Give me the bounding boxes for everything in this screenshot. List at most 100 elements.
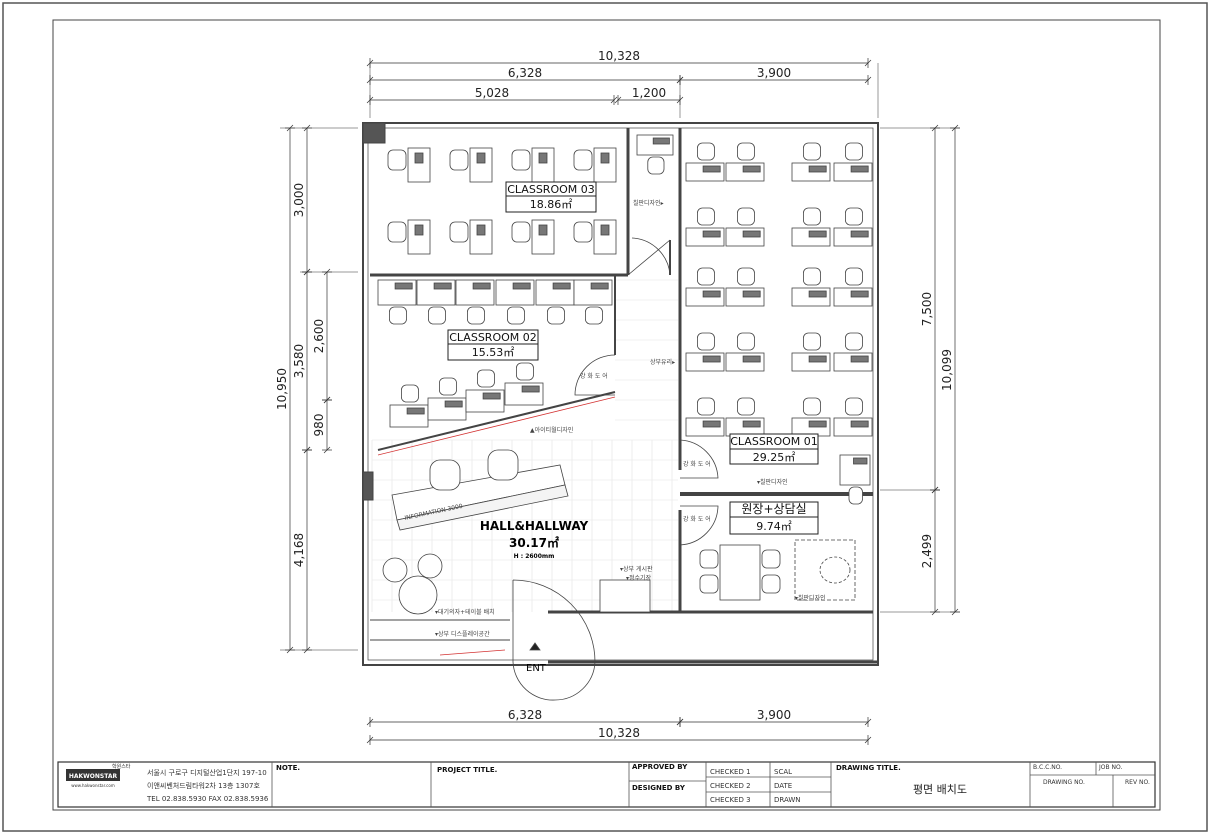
dimension-value: 2,499: [920, 534, 934, 568]
desk-with-chair: [685, 267, 725, 307]
desk-with-chair: [791, 397, 831, 437]
room-area: 18.86㎡: [530, 198, 573, 211]
dimension-bottom-total: 10,328: [366, 726, 872, 745]
desk-with-chair: [725, 332, 765, 372]
room-name: CLASSROOM 01: [730, 435, 818, 448]
room-area: 30.17㎡: [509, 535, 559, 550]
desk-with-chair: [636, 134, 674, 175]
desk-with-chair: [573, 279, 613, 325]
water-purifier-cabinet: [599, 579, 651, 613]
desk-with-chair: [389, 384, 429, 428]
company-logo-text: HAKWONSTAR: [69, 773, 118, 780]
dimension-top-sub-right: 1,200: [614, 86, 684, 105]
room-height: H : 2600mm: [514, 553, 555, 560]
desk-with-chair: [833, 332, 873, 372]
rev-no-label: REV NO.: [1125, 779, 1150, 786]
address-line-2: 이앤씨벤처드림타워2차 13층 1307호: [147, 781, 260, 790]
dimension-top-total: 10,328: [366, 49, 872, 68]
desk-with-chair: [449, 219, 493, 255]
doors: [512, 237, 719, 701]
desk-with-chair: [387, 219, 431, 255]
dimension-left-top: 3,000: [292, 124, 312, 276]
dimension-value: 3,900: [757, 66, 791, 80]
dimension-left-mid-a: 2,600: [312, 268, 332, 404]
dimension-top-right: 3,900: [676, 66, 872, 85]
dimension-value: 2,600: [312, 319, 326, 353]
dimension-value: 10,950: [275, 368, 289, 410]
desk-with-chair: [455, 279, 495, 325]
bcc-no-label: B.C.C.NO.: [1033, 764, 1062, 771]
checked-2-label: CHECKED 2: [710, 782, 751, 790]
dimension-left-bottom: 4,168: [292, 446, 312, 654]
room-name: CLASSROOM 02: [449, 331, 537, 344]
checked-1-label: CHECKED 1: [710, 768, 751, 776]
room-name: 원장+상담실: [741, 502, 806, 516]
note-wall-design: ▲아이티월디자인: [530, 426, 573, 434]
desk-with-chair: [449, 147, 493, 183]
note-bulletin: ▾상부 게시판: [620, 565, 653, 573]
note-tempered-door: 강 화 도 어: [683, 460, 711, 468]
note-blackboard: ▾칠판디자인: [795, 594, 826, 602]
designed-by-label: DESIGNED BY: [632, 784, 686, 792]
dimension-value: 6,328: [508, 66, 542, 80]
dimension-value: 6,328: [508, 708, 542, 722]
desk-with-chair: [685, 207, 725, 247]
room-label-hall: HALL&HALLWAY 30.17㎡ H : 2600mm: [480, 519, 589, 560]
desk-with-chair: [791, 207, 831, 247]
inner-frame: [52, 19, 1161, 811]
checked-3-label: CHECKED 3: [710, 796, 751, 804]
desk-with-chair: [791, 142, 831, 182]
desk-with-chair: [511, 219, 555, 255]
desk-with-chair: [465, 369, 505, 413]
note-tempered-door: 강 화 도 어: [580, 372, 608, 380]
project-title-label: PROJECT TITLE.: [437, 766, 497, 774]
dimension-value: 10,328: [598, 726, 640, 740]
approved-by-label: APPROVED BY: [632, 763, 688, 771]
dimension-right-bottom: 2,499: [920, 486, 940, 616]
room-name: CLASSROOM 03: [507, 183, 595, 196]
company-logo: [66, 769, 120, 781]
dimension-lines: 10,328 6,328 3,900 5,028 1,200 10,950 3,0003,5…: [275, 49, 960, 745]
note-label: NOTE.: [276, 764, 300, 772]
desk-with-chair: [573, 219, 617, 255]
room-label-classroom01: CLASSROOM 01 29.25㎡: [729, 433, 819, 465]
desk-with-chair: [535, 279, 575, 325]
desk-with-chair: [725, 267, 765, 307]
dimension-value: 10,328: [598, 49, 640, 63]
drawing-no-label: DRAWING NO.: [1043, 779, 1085, 786]
entrance-label: ENT: [526, 663, 547, 674]
dimension-bottom-left: 6,328: [366, 708, 684, 727]
dimension-bottom-right: 3,900: [676, 708, 872, 727]
note-blackboard: ▾칠판디자인: [757, 478, 788, 486]
desk-with-chair: [504, 362, 544, 406]
desk-with-chair: [833, 207, 873, 247]
drawing-title: 평면 배치도: [913, 783, 967, 796]
room-label-classroom03: CLASSROOM 03 18.86㎡: [505, 181, 597, 213]
dimension-left-mid: 3,580: [292, 268, 312, 454]
desk-with-chair: [725, 142, 765, 182]
information-desk: [391, 449, 569, 531]
note-purifier: ▾정수기장: [626, 574, 652, 582]
title-block: 학원스타 HAKWONSTAR www.hakwonstar.com 서울시 구…: [57, 761, 1156, 808]
note-waiting: ▾대기의자+테이블 배치: [435, 608, 495, 616]
desk-with-chair: [427, 377, 467, 421]
dimension-top-sub-left: 5,028: [366, 86, 618, 105]
note-upper-glass: 상부유리▸: [650, 358, 675, 366]
room-label-classroom02: CLASSROOM 02 15.53㎡: [447, 329, 539, 361]
room-area: 9.74㎡: [756, 520, 792, 533]
phone-fax: TEL 02.838.5930 FAX 02.838.5936: [146, 795, 269, 803]
desks: [377, 134, 873, 505]
room-name: HALL&HALLWAY: [480, 519, 589, 533]
desk-with-chair: [791, 267, 831, 307]
note-tempered-door: 강 화 도 어: [683, 515, 711, 523]
drawn-label: DRAWN: [774, 796, 801, 804]
dimension-value: 4,168: [292, 533, 306, 567]
scale-label: SCAL: [774, 768, 792, 776]
dimension-right-total: 10,099: [940, 124, 960, 616]
date-label: DATE: [774, 782, 792, 790]
dimension-top-left: 6,328: [366, 66, 684, 85]
desk-with-chair: [685, 397, 725, 437]
room-area: 29.25㎡: [753, 451, 796, 464]
dimension-value: 1,200: [632, 86, 666, 100]
